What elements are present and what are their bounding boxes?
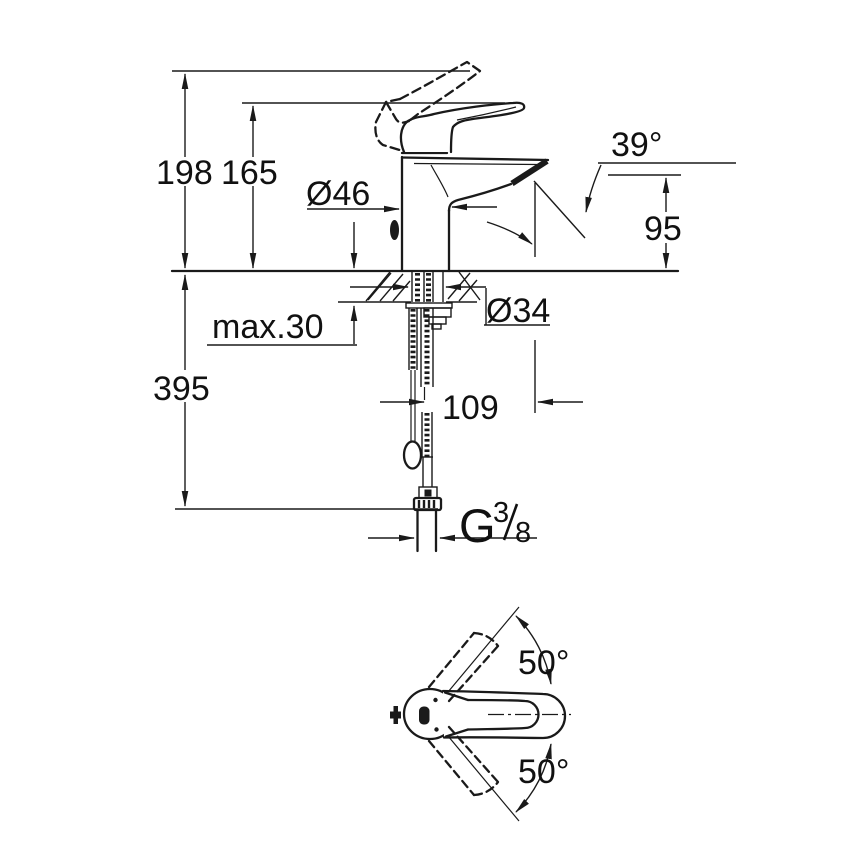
hose-lower-edges bbox=[422, 457, 433, 487]
raised-lever-base-inner bbox=[384, 100, 411, 124]
handle-top-view: 50° 50° bbox=[390, 606, 571, 822]
spout-underside-curve bbox=[447, 182, 513, 213]
head-dot-lower bbox=[434, 727, 439, 732]
dimension-labels: 198 165 Ø46 39° 95 max.30 Ø34 395 109 G … bbox=[153, 126, 682, 552]
swivel-position-lower-dashed bbox=[427, 725, 500, 797]
swivel-upper-extension-line bbox=[447, 606, 520, 693]
pull-rod-knob-side bbox=[390, 220, 399, 240]
label-swivel-upper: 50° bbox=[518, 644, 569, 682]
hatch-line bbox=[447, 272, 471, 300]
thread-fraction-slash bbox=[502, 503, 519, 541]
label-spout-reach: 109 bbox=[442, 389, 499, 427]
label-handle-height: 165 bbox=[221, 154, 278, 192]
label-hole-diameter: Ø34 bbox=[486, 292, 550, 330]
mounting-assembly bbox=[365, 271, 481, 553]
raised-lever-wing bbox=[398, 60, 482, 123]
water-stream-line bbox=[533, 180, 586, 239]
hatch-line bbox=[458, 279, 478, 302]
pull-rod bbox=[410, 370, 416, 441]
label-body-diameter: Ø46 bbox=[306, 175, 370, 213]
swivel-upper-arc bbox=[515, 615, 552, 685]
label-spout-height: 95 bbox=[644, 210, 682, 248]
thread-tail-pipe bbox=[416, 508, 438, 553]
label-swivel-lower: 50° bbox=[518, 753, 569, 791]
top-lever-inner-contour bbox=[466, 698, 540, 731]
dashed-lever-edge bbox=[427, 631, 476, 689]
mounting-nut-step3 bbox=[431, 323, 442, 330]
nut-detail bbox=[424, 489, 432, 497]
thread-letter: G bbox=[459, 499, 496, 552]
swivel-position-upper-dashed bbox=[427, 631, 500, 703]
mounting-nut-step2 bbox=[428, 316, 447, 325]
label-stream-angle: 39° bbox=[611, 126, 662, 164]
head-dot-upper bbox=[433, 697, 438, 703]
label-below-deck-length: 395 bbox=[153, 370, 210, 408]
hatch-line bbox=[392, 280, 411, 302]
top-lever-join-lines bbox=[443, 691, 470, 738]
handle-lever-inner-line bbox=[456, 106, 517, 121]
connection-nut bbox=[412, 486, 443, 553]
body-shoulder-curve bbox=[430, 164, 449, 198]
fixing-stud bbox=[408, 308, 418, 370]
handle-raised-dashed bbox=[374, 60, 482, 153]
thread-numerator: 3 bbox=[493, 497, 509, 529]
pull-rod-knob bbox=[402, 440, 423, 470]
nut-body bbox=[412, 496, 443, 512]
raised-lever-base bbox=[374, 97, 405, 153]
tap-shank bbox=[411, 272, 444, 302]
dashed-lever-edge bbox=[447, 725, 500, 784]
temperature-stop-tab bbox=[390, 706, 401, 724]
faucet-side-view bbox=[374, 60, 550, 273]
spout-top-edge bbox=[400, 156, 550, 162]
nut-ridges bbox=[417, 500, 436, 508]
aerator-outlet bbox=[510, 158, 549, 187]
dashed-lever-end bbox=[472, 780, 500, 797]
dashed-lever-edge bbox=[427, 739, 476, 797]
dimension-lines bbox=[181, 73, 670, 542]
dashed-lever-edge bbox=[447, 644, 500, 703]
extension-lines bbox=[170, 70, 736, 510]
mounting-washer bbox=[405, 302, 453, 309]
swivel-lower-extension-line bbox=[447, 735, 520, 822]
hose-upper-edges bbox=[420, 308, 434, 387]
hose-mid-edges bbox=[421, 412, 433, 457]
head-logo-mark bbox=[419, 706, 430, 725]
angle-39-counter-arc-arrow bbox=[486, 221, 533, 245]
angle-39-arc-arrow bbox=[585, 164, 602, 213]
label-total-height: 198 bbox=[156, 154, 213, 192]
break-edge bbox=[458, 271, 481, 301]
label-max-deck-thickness: max.30 bbox=[212, 308, 324, 346]
dashed-lever-end bbox=[472, 631, 500, 648]
spout-top-inner-line bbox=[413, 162, 538, 166]
supply-hose bbox=[420, 308, 434, 487]
label-thread-size: G 3 8 bbox=[459, 497, 531, 552]
thread-denominator: 8 bbox=[515, 517, 531, 549]
swivel-lower-arc bbox=[515, 743, 552, 813]
